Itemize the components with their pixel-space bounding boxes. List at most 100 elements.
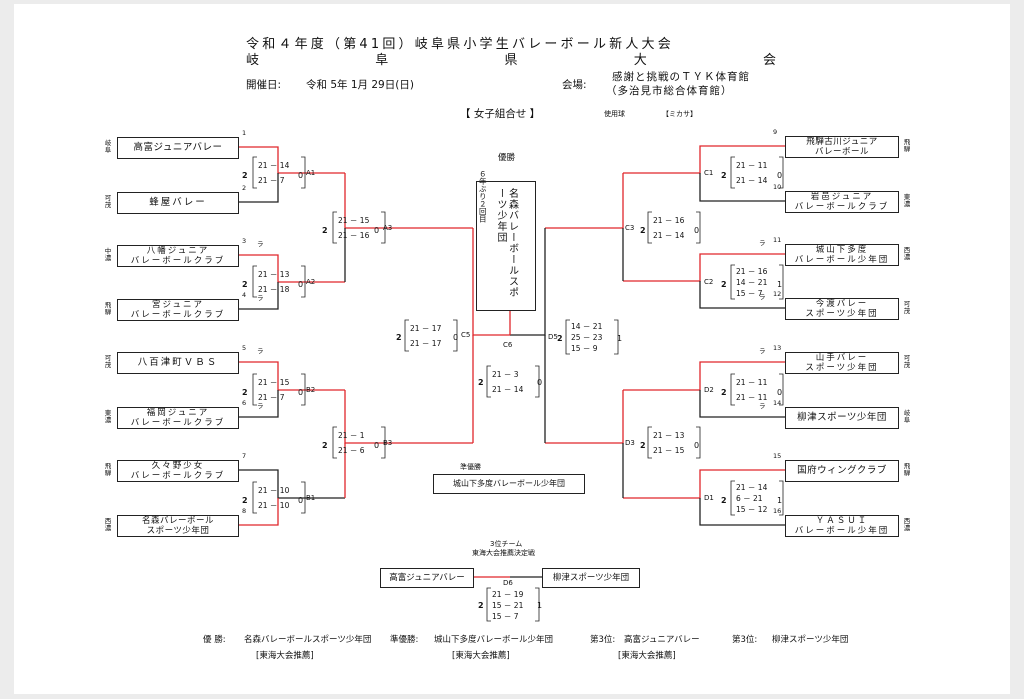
team-seed: 6 bbox=[242, 399, 247, 407]
match-id: C2 bbox=[704, 278, 714, 286]
team-box: 国府ウィングクラブ bbox=[785, 460, 899, 482]
bracket-line bbox=[237, 173, 279, 203]
bracket-line bbox=[699, 390, 785, 418]
set-score: 21 － 18 bbox=[258, 285, 290, 295]
bracket-line bbox=[301, 481, 306, 514]
match-sets-lost: 1 bbox=[777, 280, 783, 289]
set-score: 21 － 7 bbox=[258, 176, 285, 186]
team-name: バレーボールクラブ bbox=[130, 471, 226, 481]
bracket-line bbox=[404, 319, 409, 352]
set-score: 21 － 6 bbox=[338, 446, 365, 456]
match-id: B2 bbox=[306, 386, 316, 394]
runnerup-name: 城山下多度バレーボール少年団 bbox=[453, 479, 565, 489]
bracket-line bbox=[730, 480, 735, 516]
venue-label: 会場: bbox=[562, 79, 587, 91]
bracket-line bbox=[730, 156, 735, 189]
bracket-line bbox=[332, 426, 337, 459]
bracket-line bbox=[623, 361, 785, 391]
set-score: 21 － 11 bbox=[736, 160, 768, 170]
result-team-runnerup: 城山下多度バレーボール少年団 bbox=[434, 635, 554, 645]
match-sets-won: 2 bbox=[557, 334, 563, 343]
set-score: 21 － 15 bbox=[338, 215, 370, 225]
team-name: 高富ジュニアバレー bbox=[133, 142, 223, 154]
team-name: ＹＡＳＵＩ bbox=[815, 515, 869, 526]
set-score: 21 － 19 bbox=[492, 589, 524, 599]
set-score: 21 － 14 bbox=[492, 385, 524, 395]
team-seed: 4 bbox=[242, 291, 247, 299]
champion-line: スポーツ少年団 bbox=[495, 188, 518, 298]
team-name: 八百津町ＶＢＳ bbox=[137, 357, 219, 369]
set-score: 21 － 16 bbox=[338, 231, 370, 241]
bracket-line bbox=[535, 365, 540, 398]
bracket-line bbox=[237, 254, 345, 283]
match-sets-lost: 0 bbox=[694, 226, 700, 235]
team-seed: 9 bbox=[773, 128, 778, 136]
team-name: 飛騨古川ジュニア bbox=[806, 136, 878, 147]
team-box: 八幡ジュニアバレーボールクラブ bbox=[117, 245, 239, 267]
bracket-line bbox=[237, 146, 345, 174]
bracket-line bbox=[696, 211, 701, 244]
team-name: バレーボール少年団 bbox=[794, 255, 890, 265]
bracket-line bbox=[565, 319, 570, 355]
team-name: 名森バレーボール bbox=[141, 515, 214, 526]
team-box: 宮ジュニアバレーボールクラブ bbox=[117, 299, 239, 321]
team-region: 飛騨 bbox=[903, 462, 911, 477]
team-name: バレーボール bbox=[814, 147, 869, 157]
match-sets-won: 2 bbox=[242, 496, 248, 505]
team-name: スポーツ少年団 bbox=[146, 526, 210, 536]
third-heading: 3位チーム bbox=[490, 540, 523, 548]
team-region: 岐阜 bbox=[903, 409, 911, 424]
bracket-line bbox=[730, 264, 735, 300]
match-sets-lost: 0 bbox=[777, 171, 783, 180]
match-sets-won: 2 bbox=[242, 280, 248, 289]
bracket-line bbox=[301, 265, 306, 298]
bracket-line bbox=[779, 156, 784, 189]
bracket-line bbox=[545, 390, 624, 444]
team-name: バレーボールクラブ bbox=[130, 310, 226, 320]
third-subheading: 東海大会推薦決定戦 bbox=[472, 549, 535, 557]
team-box: 名森バレーボールスポーツ少年団 bbox=[117, 515, 239, 537]
set-score: 15 － 9 bbox=[571, 344, 598, 354]
team-seed: 13 bbox=[773, 344, 782, 352]
bracket-line bbox=[486, 587, 491, 622]
team-box: 柳津スポーツ少年団 bbox=[785, 407, 899, 429]
bracket-line bbox=[623, 253, 785, 282]
team-tag: ラ bbox=[759, 293, 766, 301]
match-sets-won: 2 bbox=[721, 496, 727, 505]
team-box: 久々野少女バレーボールクラブ bbox=[117, 460, 239, 482]
bracket-line bbox=[252, 265, 257, 298]
team-seed: 3 bbox=[242, 237, 247, 245]
team-name: 宮ジュニア bbox=[152, 299, 204, 310]
team-seed: 14 bbox=[773, 399, 782, 407]
third-team-right: 柳津スポーツ少年団 bbox=[542, 568, 640, 588]
match-sets-lost: 0 bbox=[298, 388, 304, 397]
team-tag: ラ bbox=[257, 240, 264, 248]
match-sets-won: 2 bbox=[478, 601, 484, 610]
third-team-left: 高富ジュニアバレー bbox=[380, 568, 474, 588]
team-name: 国府ウィングクラブ bbox=[797, 465, 887, 477]
team-region: 飛騨 bbox=[104, 462, 112, 477]
bracket-line bbox=[381, 211, 386, 244]
team-tag: ラ bbox=[759, 347, 766, 355]
team-seed: 10 bbox=[773, 183, 782, 191]
team-tag: ラ bbox=[257, 402, 264, 410]
match-sets-lost: 0 bbox=[298, 496, 304, 505]
subtitle-char: 県 bbox=[504, 53, 518, 68]
team-name: 福岡ジュニア bbox=[146, 407, 210, 418]
bracket-line bbox=[252, 373, 257, 406]
third-team-right-name: 柳津スポーツ少年団 bbox=[552, 572, 630, 583]
set-score: 21 － 10 bbox=[258, 501, 290, 511]
match-sets-lost: 0 bbox=[298, 171, 304, 180]
bracket-line bbox=[332, 211, 337, 244]
team-name: バレーボール少年団 bbox=[794, 526, 890, 536]
bracket-line bbox=[237, 390, 279, 418]
section-title: 【 女子組合せ 】 bbox=[460, 108, 541, 120]
set-score: 14 － 21 bbox=[736, 278, 768, 287]
match-id: C6 bbox=[503, 341, 513, 349]
team-box: 蜂屋バレー bbox=[117, 192, 239, 214]
page-subtitle: 岐 阜 県 大 会 bbox=[246, 54, 776, 67]
team-name: 岩邑ジュニア bbox=[810, 191, 874, 202]
set-score: 21 － 16 bbox=[736, 266, 768, 276]
bracket-line bbox=[301, 156, 306, 189]
subtitle-char: 岐 bbox=[246, 53, 260, 68]
